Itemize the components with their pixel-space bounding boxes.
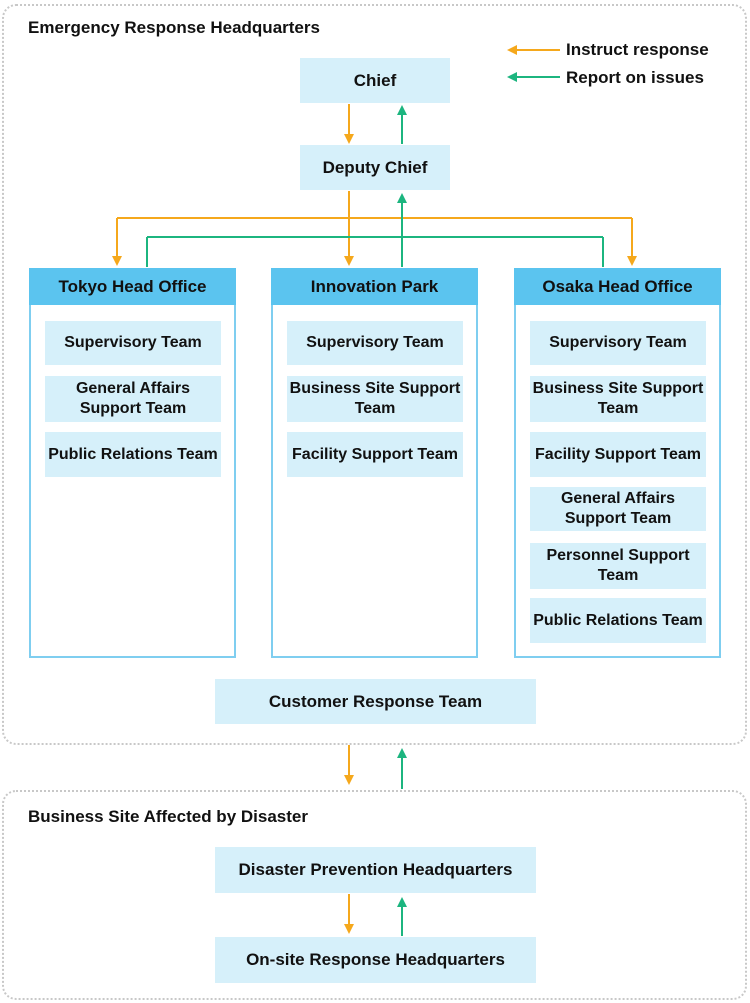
deputy-chief-box: Deputy Chief <box>300 145 450 190</box>
team-box: Supervisory Team <box>530 321 706 365</box>
team-box: Public Relations Team <box>530 598 706 643</box>
team-box: General Affairs Support Team <box>530 487 706 531</box>
office-title: Osaka Head Office <box>514 268 721 305</box>
onsite-response-hq-box: On-site Response Headquarters <box>215 937 536 983</box>
office-tokyo: Tokyo Head Office Supervisory Team Gener… <box>29 268 236 658</box>
affected-site-region <box>2 790 747 1000</box>
team-box: Supervisory Team <box>45 321 221 365</box>
customer-response-box: Customer Response Team <box>215 679 536 724</box>
office-innovation-park: Innovation Park Supervisory Team Busines… <box>271 268 478 658</box>
legend-report-label: Report on issues <box>566 68 704 87</box>
team-box: Supervisory Team <box>287 321 463 365</box>
headquarters-title: Emergency Response Headquarters <box>28 18 320 37</box>
office-title: Tokyo Head Office <box>29 268 236 305</box>
legend-instruct-label: Instruct response <box>566 40 709 59</box>
team-box: Facility Support Team <box>287 432 463 477</box>
headquarters-region <box>2 4 747 745</box>
team-box: Business Site Support Team <box>530 376 706 422</box>
chief-box: Chief <box>300 58 450 103</box>
team-box: Personnel Support Team <box>530 543 706 589</box>
office-title: Innovation Park <box>271 268 478 305</box>
team-box: Public Relations Team <box>45 432 221 477</box>
team-box: Business Site Support Team <box>287 376 463 422</box>
affected-site-title: Business Site Affected by Disaster <box>28 807 308 826</box>
office-osaka: Osaka Head Office Supervisory Team Busin… <box>514 268 721 658</box>
disaster-prevention-hq-box: Disaster Prevention Headquarters <box>215 847 536 893</box>
team-box: General Affairs Support Team <box>45 376 221 422</box>
team-box: Facility Support Team <box>530 432 706 477</box>
